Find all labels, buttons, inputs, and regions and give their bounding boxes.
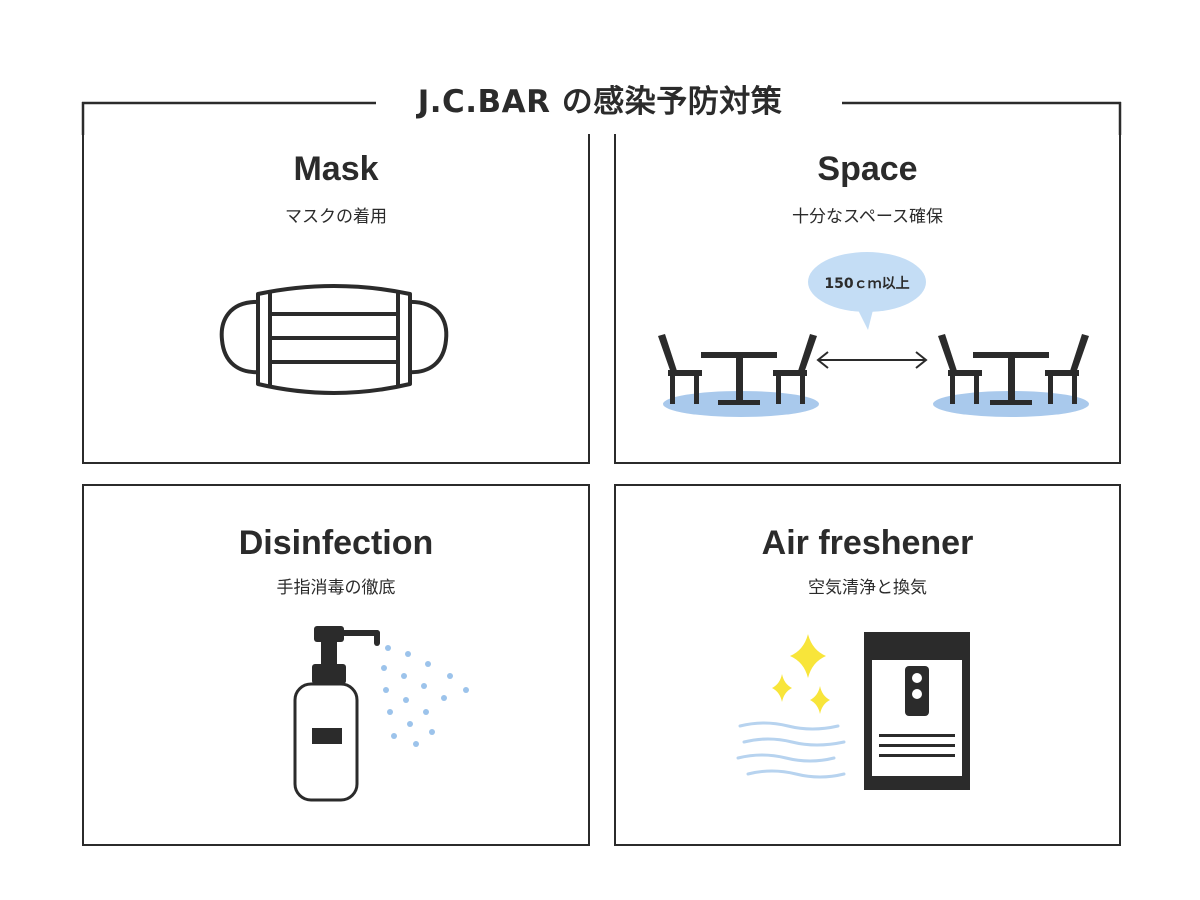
card-disinfection: Disinfection 手指消毒の徹底 [82,484,590,846]
distance-bubble: 150ｃｍ以上 [808,252,926,332]
page-title: J.C.BAR の感染予防対策 [417,84,783,120]
card-subtitle: 空気清浄と換気 [808,578,927,598]
distance-label: 150ｃｍ以上 [824,276,910,292]
card-subtitle: 手指消毒の徹底 [276,578,396,598]
air-purifier-icon [736,632,970,790]
card-subtitle: マスクの着用 [285,207,387,227]
header-frame [81,101,1122,135]
card-space: Space 十分なスペース確保 150ｃｍ以上 [614,134,1121,464]
face-mask-icon [219,284,449,395]
card-title: Air freshener [761,524,974,562]
card-subtitle: 十分なスペース確保 [792,207,943,227]
pump-sanitizer-bottle-icon [293,626,469,802]
card-air-freshener: Air freshener 空気清浄と換気 [614,484,1121,846]
card-mask: Mask マスクの着用 [82,134,590,464]
table-and-chairs-icon [658,334,1089,417]
card-title: Space [817,150,918,188]
card-title: Disinfection [238,524,434,562]
card-title: Mask [293,150,379,188]
